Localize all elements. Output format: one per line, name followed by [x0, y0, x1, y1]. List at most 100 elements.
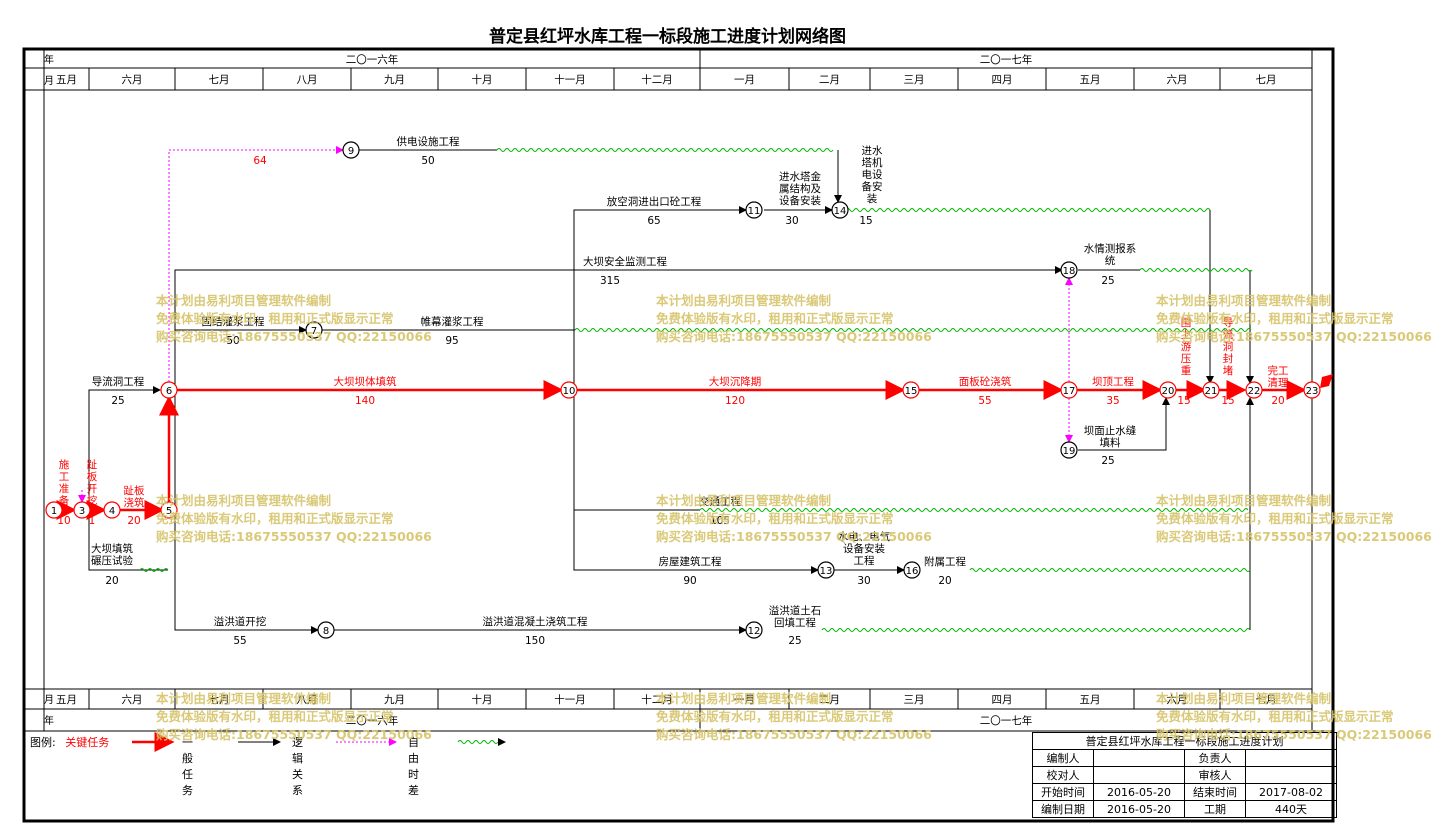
float-wave [496, 148, 834, 152]
svg-text:9: 9 [348, 146, 354, 157]
task-duration: 20 [127, 515, 140, 527]
task-label: 导 [1223, 317, 1234, 329]
node-11: 11 [745, 201, 763, 219]
auditor-label: 审核人 [1184, 766, 1246, 784]
task-label: 压 [1181, 353, 1192, 365]
task-duration: 20 [1271, 395, 1284, 407]
task-label: 电设 [862, 168, 883, 181]
node-14: 14 [831, 201, 849, 219]
float-wave [845, 208, 1211, 212]
task-label: 开 [87, 483, 98, 495]
month-label: 一月 [734, 74, 755, 86]
task-label: 工程 [854, 555, 875, 567]
node-23: 23 [1303, 381, 1321, 399]
end-value: 2017-08-02 [1245, 783, 1337, 801]
month-label: 七月 [1256, 74, 1277, 86]
watermark: 本计划由易利项目管理软件编制免费体验版有水印，租用和正式版显示正常购买咨询电话:… [1156, 691, 1432, 742]
watermark: 本计划由易利项目管理软件编制免费体验版有水印，租用和正式版显示正常购买咨询电话:… [656, 493, 932, 544]
svg-text:14: 14 [834, 206, 847, 217]
task-label: 大坝坝体填筑 [334, 375, 397, 388]
node-3: 3 [73, 501, 91, 519]
node-22: 22 [1245, 381, 1263, 399]
task-duration: 15 [1177, 395, 1190, 407]
svg-text:3: 3 [79, 506, 85, 517]
task-label: 水情测报系 [1084, 242, 1137, 255]
svg-text:16: 16 [906, 566, 919, 577]
month-label: 五月 [1080, 694, 1101, 706]
node-20: 20 [1159, 381, 1177, 399]
month-label: 三月 [904, 694, 925, 706]
month-label: 八月 [297, 694, 318, 706]
svg-text:8: 8 [323, 626, 329, 637]
task-duration: 25 [788, 635, 801, 647]
month-label: 四月 [992, 694, 1013, 706]
month-label: 七月 [209, 74, 230, 86]
task-label: 重 [1181, 364, 1192, 377]
svg-text:10: 10 [563, 386, 576, 397]
node-9: 9 [342, 141, 360, 159]
task-duration: 55 [978, 395, 991, 407]
month-label: 五月 [1080, 74, 1101, 86]
task-label: 附属工程 [924, 555, 966, 568]
task-duration: 25 [111, 395, 124, 407]
node-13: 13 [817, 561, 835, 579]
node-8: 8 [317, 621, 335, 639]
node-15: 15 [902, 381, 920, 399]
task-duration: 95 [445, 335, 458, 347]
month-label: 六月 [1167, 74, 1188, 86]
task-label: 备安 [862, 180, 883, 193]
month-label: 二月 [819, 694, 840, 706]
svg-text:4: 4 [109, 506, 115, 517]
node-17: 17 [1060, 381, 1078, 399]
task-duration: 35 [1106, 395, 1119, 407]
svg-text:17: 17 [1063, 386, 1076, 397]
task-label: 交通工程 [699, 495, 741, 508]
task-label: 游 [1181, 340, 1192, 353]
task-label: 趾 [87, 458, 98, 471]
task-duration: 65 [647, 215, 660, 227]
task-label: 板 [87, 470, 98, 483]
task-label: 备 [59, 494, 70, 507]
task-label: 清理 [1268, 376, 1290, 389]
float-value: 64 [253, 155, 267, 167]
month-label: 八月 [297, 74, 318, 86]
node-5: 5 [160, 501, 178, 519]
watermark: 本计划由易利项目管理软件编制免费体验版有水印，租用和正式版显示正常购买咨询电话:… [1156, 293, 1432, 344]
year-label: 二〇一六年 [346, 53, 399, 66]
task-duration: 105 [710, 515, 730, 527]
legend-label: 图例: [30, 736, 56, 749]
month-label: 十月 [472, 693, 493, 706]
duration-label: 工期 [1184, 800, 1246, 818]
month-label: 一月 [734, 694, 755, 706]
task-label: 放空洞进出口砼工程 [607, 195, 702, 208]
axis-unit-label: 年 [44, 714, 54, 727]
task-duration: 55 [233, 635, 246, 647]
task-label: 流 [1223, 328, 1234, 341]
task-label: 面板砼浇筑 [959, 375, 1012, 388]
month-label: 七月 [1256, 694, 1277, 706]
node-19: 19 [1060, 441, 1078, 459]
svg-text:22: 22 [1248, 386, 1261, 397]
node-10: 10 [560, 381, 578, 399]
editor-label: 编制人 [1032, 749, 1094, 767]
task-label: 帷幕灌浆工程 [421, 315, 484, 328]
task-label: 准 [59, 483, 70, 495]
svg-text:15: 15 [905, 386, 918, 397]
task-label: 房屋建筑工程 [659, 555, 722, 568]
task-label: 溢洪道开挖 [214, 615, 267, 628]
month-label: 十一月 [554, 693, 586, 706]
svg-text:6: 6 [166, 386, 172, 397]
owner-label: 负责人 [1184, 749, 1246, 767]
task-label: 坝面止水缝 [1084, 424, 1137, 437]
task-duration: 15 [1221, 395, 1234, 407]
svg-text:18: 18 [1063, 266, 1076, 277]
task-label: 碾压试验 [91, 554, 133, 567]
node-16: 16 [903, 561, 921, 579]
month-label: 十月 [472, 73, 493, 86]
task-label: 属结构及 [779, 182, 821, 195]
task-duration: 25 [1101, 455, 1114, 467]
axis-unit-label: 月 [44, 694, 54, 706]
svg-text:21: 21 [1205, 386, 1218, 397]
legend-critical: 关键任务 [65, 736, 110, 749]
